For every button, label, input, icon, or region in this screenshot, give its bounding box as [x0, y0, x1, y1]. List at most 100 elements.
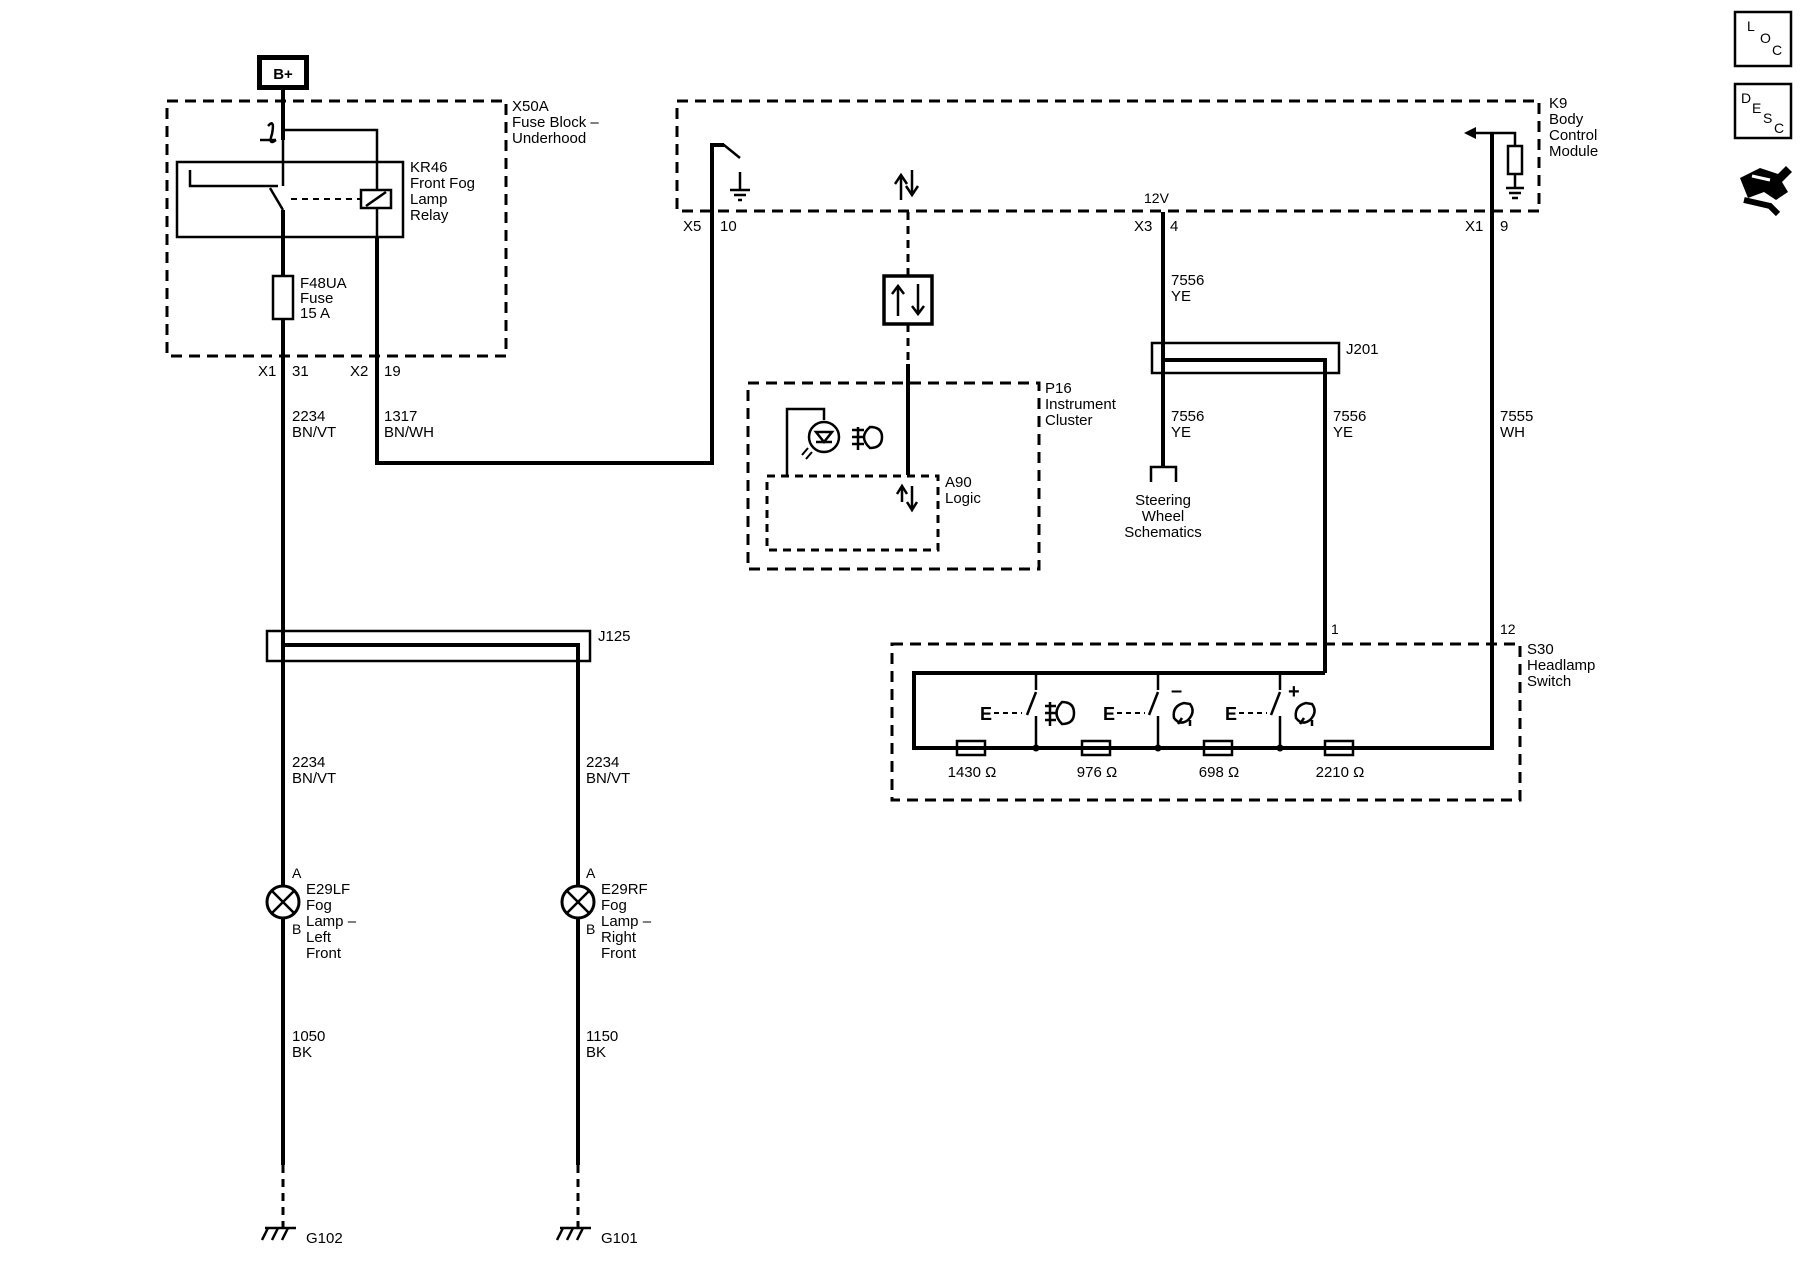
- desc-s: S: [1763, 110, 1772, 126]
- bcm-input-switch: [712, 143, 750, 202]
- ground-g102-ref: G102: [306, 1230, 343, 1247]
- relay-line1: Front Fog: [410, 175, 475, 192]
- fuse-ref: F48UA: [300, 275, 347, 292]
- svg-text:E: E: [980, 704, 992, 724]
- relay-ref: KR46: [410, 159, 448, 176]
- conn-x1-fuse: X1: [258, 363, 276, 380]
- resistor-698: 698 Ω: [1199, 764, 1239, 781]
- conn-x5-bcm: X5: [683, 218, 701, 235]
- resistor-1430: 1430 Ω: [948, 764, 997, 781]
- lamp-left-line1: Fog: [306, 897, 332, 914]
- wire-7556-right-circuit: 7556: [1333, 408, 1366, 425]
- pin-10-bcm: 10: [720, 218, 737, 235]
- resistor-976: 976 Ω: [1077, 764, 1117, 781]
- bcm-line1: Body: [1549, 111, 1584, 128]
- lamp-left-line3: Left: [306, 929, 332, 946]
- front-fog-lamp-relay: [175, 90, 405, 275]
- conn-x3-bcm: X3: [1134, 218, 1152, 235]
- wire-7555-circuit: 7555: [1500, 408, 1533, 425]
- switch-minus-marker: –: [1171, 680, 1182, 702]
- fuse-block-name-2: Underhood: [512, 130, 586, 147]
- wire-1050-color: BK: [292, 1044, 312, 1061]
- pin-4-bcm: 4: [1170, 218, 1178, 235]
- wire-1317-color: BN/WH: [384, 424, 434, 441]
- lamp-right-line4: Front: [601, 945, 637, 962]
- fuse-line1: Fuse: [300, 290, 333, 307]
- wire-2234-right-circuit: 2234: [586, 754, 619, 771]
- description-button[interactable]: D E S C: [1733, 82, 1793, 140]
- fuse-f48ua: [271, 274, 295, 360]
- splice-j201: [1150, 341, 1341, 673]
- lamp-right-line2: Lamp –: [601, 913, 652, 930]
- bcm-boundary: [675, 99, 1541, 213]
- wire-1050-circuit: 1050: [292, 1028, 325, 1045]
- wire-1150-circuit: 1150: [586, 1028, 618, 1045]
- ground-g102: [260, 1165, 296, 1241]
- splice-j201-ref: J201: [1346, 341, 1379, 358]
- location-button[interactable]: L O C: [1733, 10, 1793, 68]
- ground-g101: [555, 1165, 591, 1241]
- cluster-line1: Instrument: [1045, 396, 1117, 413]
- resistor-2210: 2210 Ω: [1316, 764, 1365, 781]
- headlamp-switch-boundary: [890, 642, 1522, 802]
- desc-d: D: [1741, 90, 1751, 106]
- fog-indicator-lamp: [785, 407, 884, 476]
- logic-boundary: [765, 474, 940, 552]
- logic-line1: Logic: [945, 490, 981, 507]
- switch-plus-marker: +: [1288, 681, 1300, 703]
- pin-31-fuse: 31: [292, 363, 309, 380]
- lamp-left-pin-b: B: [292, 921, 301, 937]
- wire-7556-top-color: YE: [1171, 288, 1191, 305]
- loc-o: O: [1760, 30, 1771, 46]
- conn-x1-bcm: X1: [1465, 218, 1483, 235]
- wire-2234-left-circuit: 2234: [292, 754, 325, 771]
- wire-7555: [1330, 133, 1494, 750]
- switch-line1: Headlamp: [1527, 657, 1595, 674]
- bcm-line3: Module: [1549, 143, 1598, 160]
- switch-ref: S30: [1527, 641, 1554, 658]
- logic-ref: A90: [945, 474, 972, 491]
- wire-7556-top-circuit: 7556: [1171, 272, 1204, 289]
- wire-7556-right-color: YE: [1333, 424, 1353, 441]
- loc-c: C: [1772, 42, 1782, 58]
- switch-pin-12: 12: [1500, 621, 1516, 637]
- wire-2234-top-circuit: 2234: [292, 408, 325, 425]
- splice-j125-ref: J125: [598, 628, 631, 645]
- fuse-block-ref: X50A: [512, 98, 549, 115]
- splice-j125: [265, 629, 592, 1165]
- wire-1150-color: BK: [586, 1044, 606, 1061]
- fuse-block-boundary: [165, 99, 508, 358]
- svg-text:E: E: [1225, 704, 1237, 724]
- steering-line1: Steering: [1135, 492, 1191, 509]
- steering-line3: Schematics: [1124, 524, 1202, 541]
- svg-text:E: E: [1103, 704, 1115, 724]
- connector-repair-icon[interactable]: [1740, 166, 1792, 217]
- cluster-line2: Cluster: [1045, 412, 1093, 429]
- bcm-line2: Control: [1549, 127, 1597, 144]
- lamp-left-line4: Front: [306, 945, 342, 962]
- switch-line2: Switch: [1527, 673, 1571, 690]
- lamp-left-pin-a: A: [292, 865, 302, 881]
- steering-reference-bracket: [1149, 465, 1178, 482]
- switch-pin-1: 1: [1331, 621, 1339, 637]
- pin-19-fuse: 19: [384, 363, 401, 380]
- conn-x2-fuse: X2: [350, 363, 368, 380]
- wire-2234-top-color: BN/VT: [292, 424, 336, 441]
- lamp-left-line2: Lamp –: [306, 913, 357, 930]
- lamp-right-line1: Fog: [601, 897, 627, 914]
- voltage-12v: 12V: [1144, 190, 1170, 206]
- fuse-block-name-1: Fuse Block –: [512, 114, 599, 131]
- ground-g101-ref: G101: [601, 1230, 638, 1247]
- loc-l: L: [1747, 18, 1755, 34]
- bplus-label: B+: [273, 66, 293, 83]
- switch-ladder: E E E: [912, 671, 1355, 757]
- relay-line2: Lamp: [410, 191, 448, 208]
- wire-7556-left-circuit: 7556: [1171, 408, 1204, 425]
- fog-lamp-left-front: [265, 884, 301, 920]
- bcm-pullup: [1464, 127, 1524, 200]
- lamp-right-ref: E29RF: [601, 881, 648, 898]
- lamp-right-pin-a: A: [586, 865, 596, 881]
- instrument-cluster-boundary: [746, 381, 1041, 571]
- wire-2234-right-color: BN/VT: [586, 770, 630, 787]
